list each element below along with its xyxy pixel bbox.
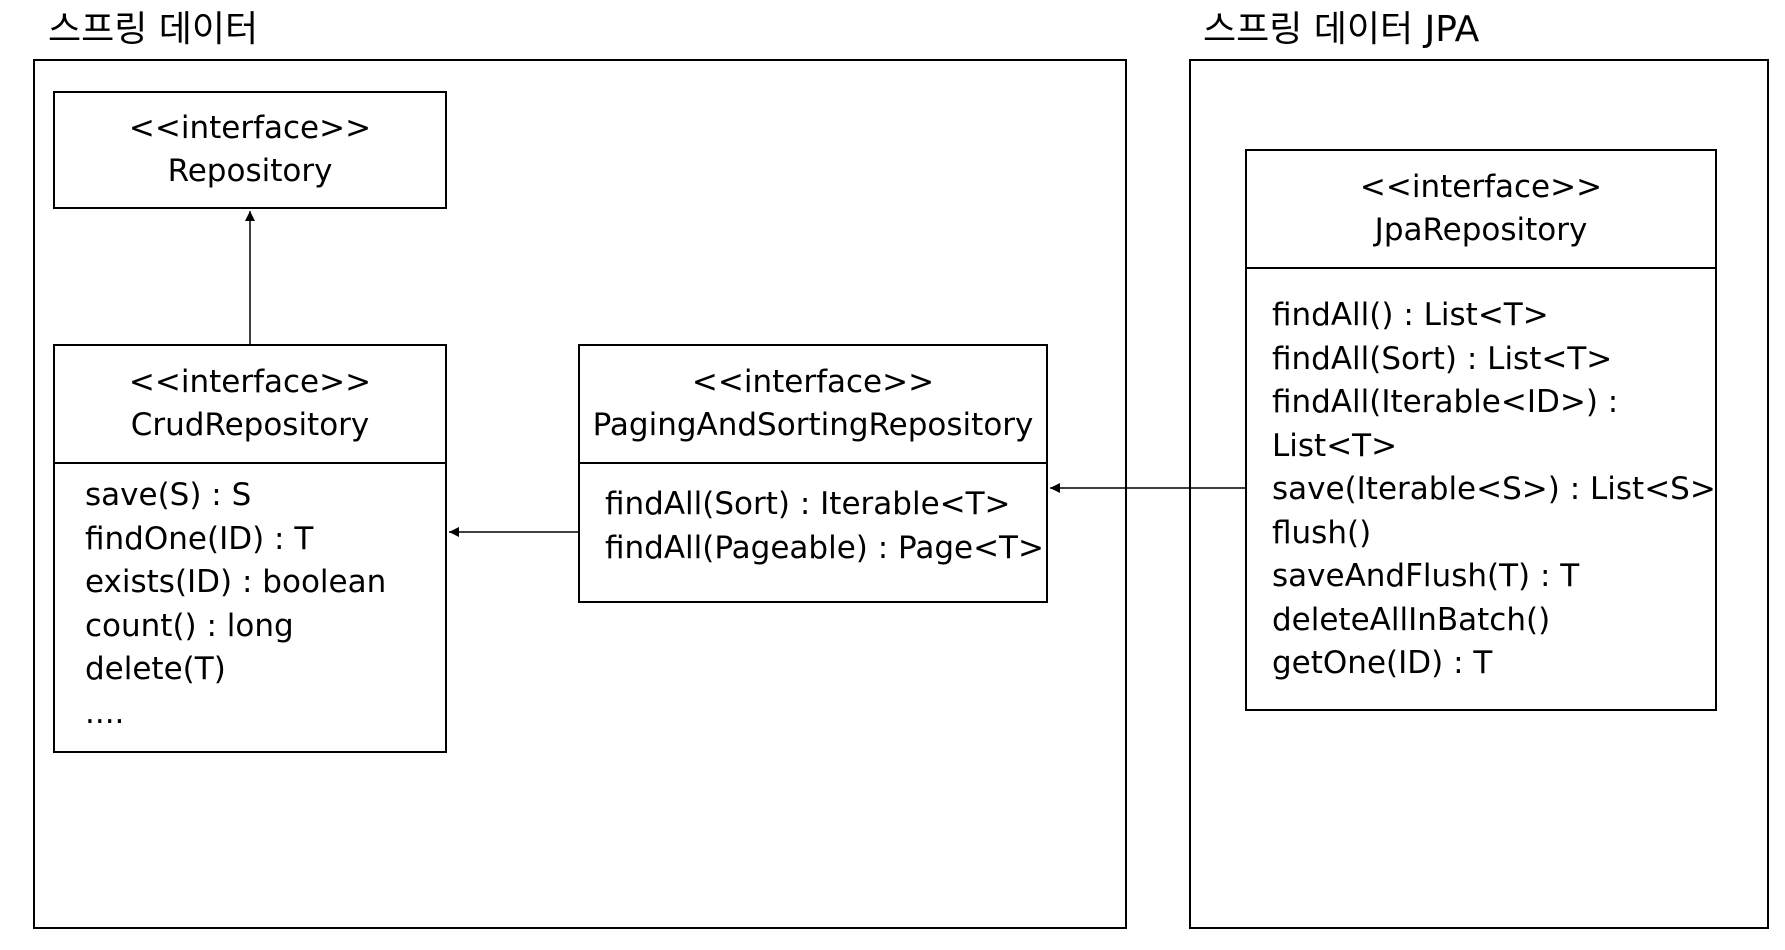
stereotype-label: <<interface>> (128, 364, 372, 400)
method: flush() (1272, 514, 1372, 551)
method: saveAndFlush(T) : T (1272, 558, 1580, 594)
package-title-spring-data: 스프링 데이터 (48, 9, 259, 50)
paging-sorting-repository-header: <<interface>> PagingAndSortingRepository (580, 346, 1046, 464)
method: findAll(Iterable<ID>) : (1272, 384, 1619, 420)
repository-interface-box: <<interface>> Repository (53, 91, 447, 209)
stereotype-label: <<interface>> (128, 110, 372, 146)
package-frame-spring-data (33, 59, 1127, 929)
method: getOne(ID) : T (1272, 645, 1493, 681)
crud-repository-interface-box: <<interface>> CrudRepository save(S) : S… (53, 344, 447, 753)
method: count() : long (85, 607, 294, 644)
method: save(S) : S (85, 477, 252, 513)
method: findAll(Sort) : Iterable<T> (605, 486, 1011, 522)
method-continuation: List<T> (1272, 427, 1398, 464)
method: exists(ID) : boolean (85, 564, 387, 600)
method: findAll() : List<T> (1272, 297, 1549, 333)
method: findOne(ID) : T (85, 520, 314, 557)
method: deleteAllInBatch() (1272, 601, 1551, 638)
method: findAll(Sort) : List<T> (1272, 340, 1613, 377)
repository-header: <<interface>> Repository (55, 93, 445, 207)
jpa-repository-methods: findAll() : List<T> findAll(Sort) : List… (1247, 269, 1716, 686)
method: delete(T) (85, 651, 226, 687)
class-name: CrudRepository (130, 407, 370, 443)
class-name: PagingAndSortingRepository (592, 407, 1034, 443)
method: findAll(Pageable) : Page<T> (605, 529, 1044, 566)
class-name: Repository (167, 153, 333, 189)
stereotype-label: <<interface>> (1359, 169, 1603, 205)
stereotype-label: <<interface>> (691, 364, 935, 400)
crud-repository-methods: save(S) : S findOne(ID) : T exists(ID) :… (55, 464, 445, 735)
paging-sorting-repository-interface-box: <<interface>> PagingAndSortingRepository… (578, 344, 1048, 603)
jpa-repository-interface-box: <<interface>> JpaRepository findAll() : … (1245, 149, 1717, 711)
jpa-repository-header: <<interface>> JpaRepository (1247, 151, 1715, 269)
package-frame-spring-data-jpa (1189, 59, 1769, 929)
package-title-spring-data-jpa: 스프링 데이터 JPA (1203, 9, 1480, 50)
method-ellipsis: .... (85, 694, 125, 731)
method: save(Iterable<S>) : List<S> (1272, 471, 1716, 507)
paging-sorting-repository-methods: findAll(Sort) : Iterable<T> findAll(Page… (580, 464, 1046, 570)
crud-repository-header: <<interface>> CrudRepository (55, 346, 445, 464)
class-name: JpaRepository (1374, 212, 1588, 248)
